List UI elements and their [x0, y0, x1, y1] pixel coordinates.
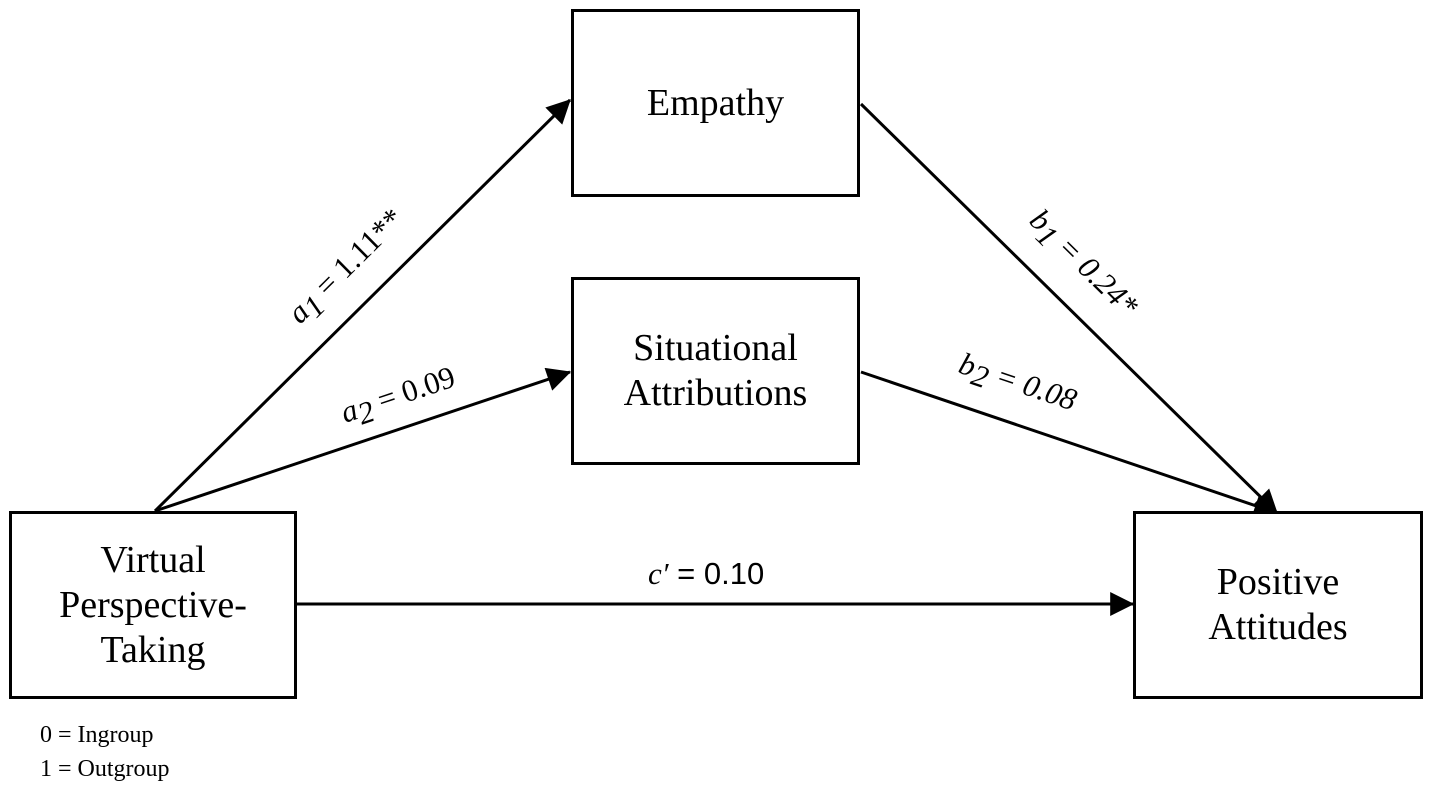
coding-note-ingroup: 0 = Ingroup	[40, 722, 154, 748]
node-empathy: Empathy	[571, 9, 860, 197]
arrow-b2	[860, 370, 1279, 518]
node-positive-line-1: Positive	[1216, 561, 1340, 603]
node-empathy-line-1: Empathy	[646, 81, 785, 124]
arrow-a1	[153, 98, 572, 513]
node-virtual-perspective-taking: Virtual Perspective- Taking	[9, 511, 297, 699]
node-situational-line-1: Situational	[633, 327, 798, 369]
label-a1: a1 = 1.11**	[280, 201, 415, 335]
label-a2: a2 = 0.09	[336, 359, 461, 436]
node-situational-attributions: Situational Attributions	[571, 277, 860, 465]
node-virtual-line-1: Virtual	[100, 538, 206, 581]
label-b2: b2 = 0.08	[953, 345, 1082, 424]
label-c-prime: c′ = 0.10	[648, 556, 764, 591]
node-situational-line-2: Attributions	[623, 372, 808, 414]
node-positive-line-2: Attitudes	[1208, 606, 1348, 648]
coding-note-outgroup: 1 = Outgroup	[40, 756, 170, 782]
node-virtual-line-3: Taking	[100, 628, 206, 671]
label-b1: b1 = 0.24*	[1018, 202, 1146, 328]
arrow-b1	[859, 102, 1279, 515]
arrow-a2	[154, 367, 572, 513]
node-virtual-line-2: Perspective-	[59, 583, 247, 626]
node-positive-attitudes: Positive Attitudes	[1133, 511, 1423, 699]
